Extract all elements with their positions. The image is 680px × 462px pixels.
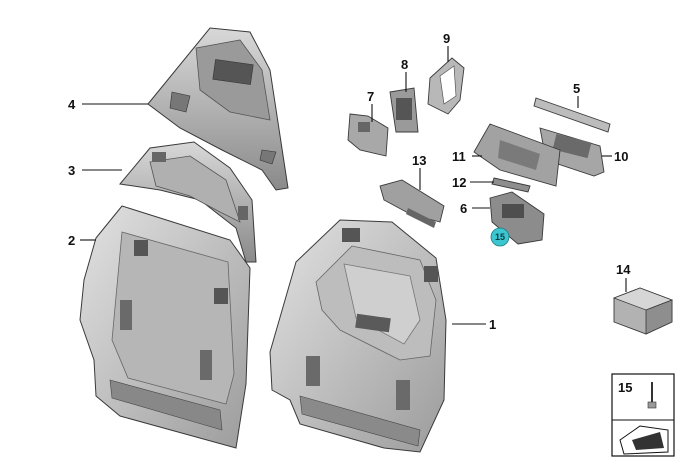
callout-9: 9 (443, 31, 450, 46)
part-5-trim-strip (533, 97, 611, 133)
badge-15-label: 15 (495, 232, 505, 242)
callout-8: 8 (401, 57, 408, 72)
callout-14: 14 (616, 262, 631, 277)
callout-2: 2 (68, 233, 75, 248)
part-4-backrest-cover (147, 27, 289, 191)
part-9-trim-frame (427, 57, 465, 115)
part-14-kit-box (612, 287, 674, 335)
callout-3: 3 (68, 163, 75, 178)
callout-12: 12 (452, 175, 466, 190)
legend-box-15: 15 (611, 373, 675, 457)
leader-lines (80, 46, 627, 325)
callout-11: 11 (452, 149, 466, 164)
callout-1: 1 (489, 317, 496, 332)
callout-7: 7 (367, 89, 374, 104)
badge-15: 15 (490, 227, 510, 247)
part-3-backrest-frame (119, 141, 257, 263)
part-11-cover (473, 123, 561, 187)
part-7-bracket (347, 113, 389, 157)
part-1-backrest-shell (269, 219, 447, 453)
callout-4: 4 (68, 97, 76, 112)
part-2-rear-panel (79, 205, 251, 449)
legend-15-number: 15 (618, 380, 632, 395)
part-12-bracket (491, 177, 531, 193)
callout-10: 10 (614, 149, 628, 164)
part-13-lumbar-unit (379, 179, 445, 228)
part-8-switch-housing (389, 87, 419, 133)
callout-13: 13 (412, 153, 426, 168)
callout-6: 6 (460, 201, 467, 216)
callout-5: 5 (573, 81, 580, 96)
